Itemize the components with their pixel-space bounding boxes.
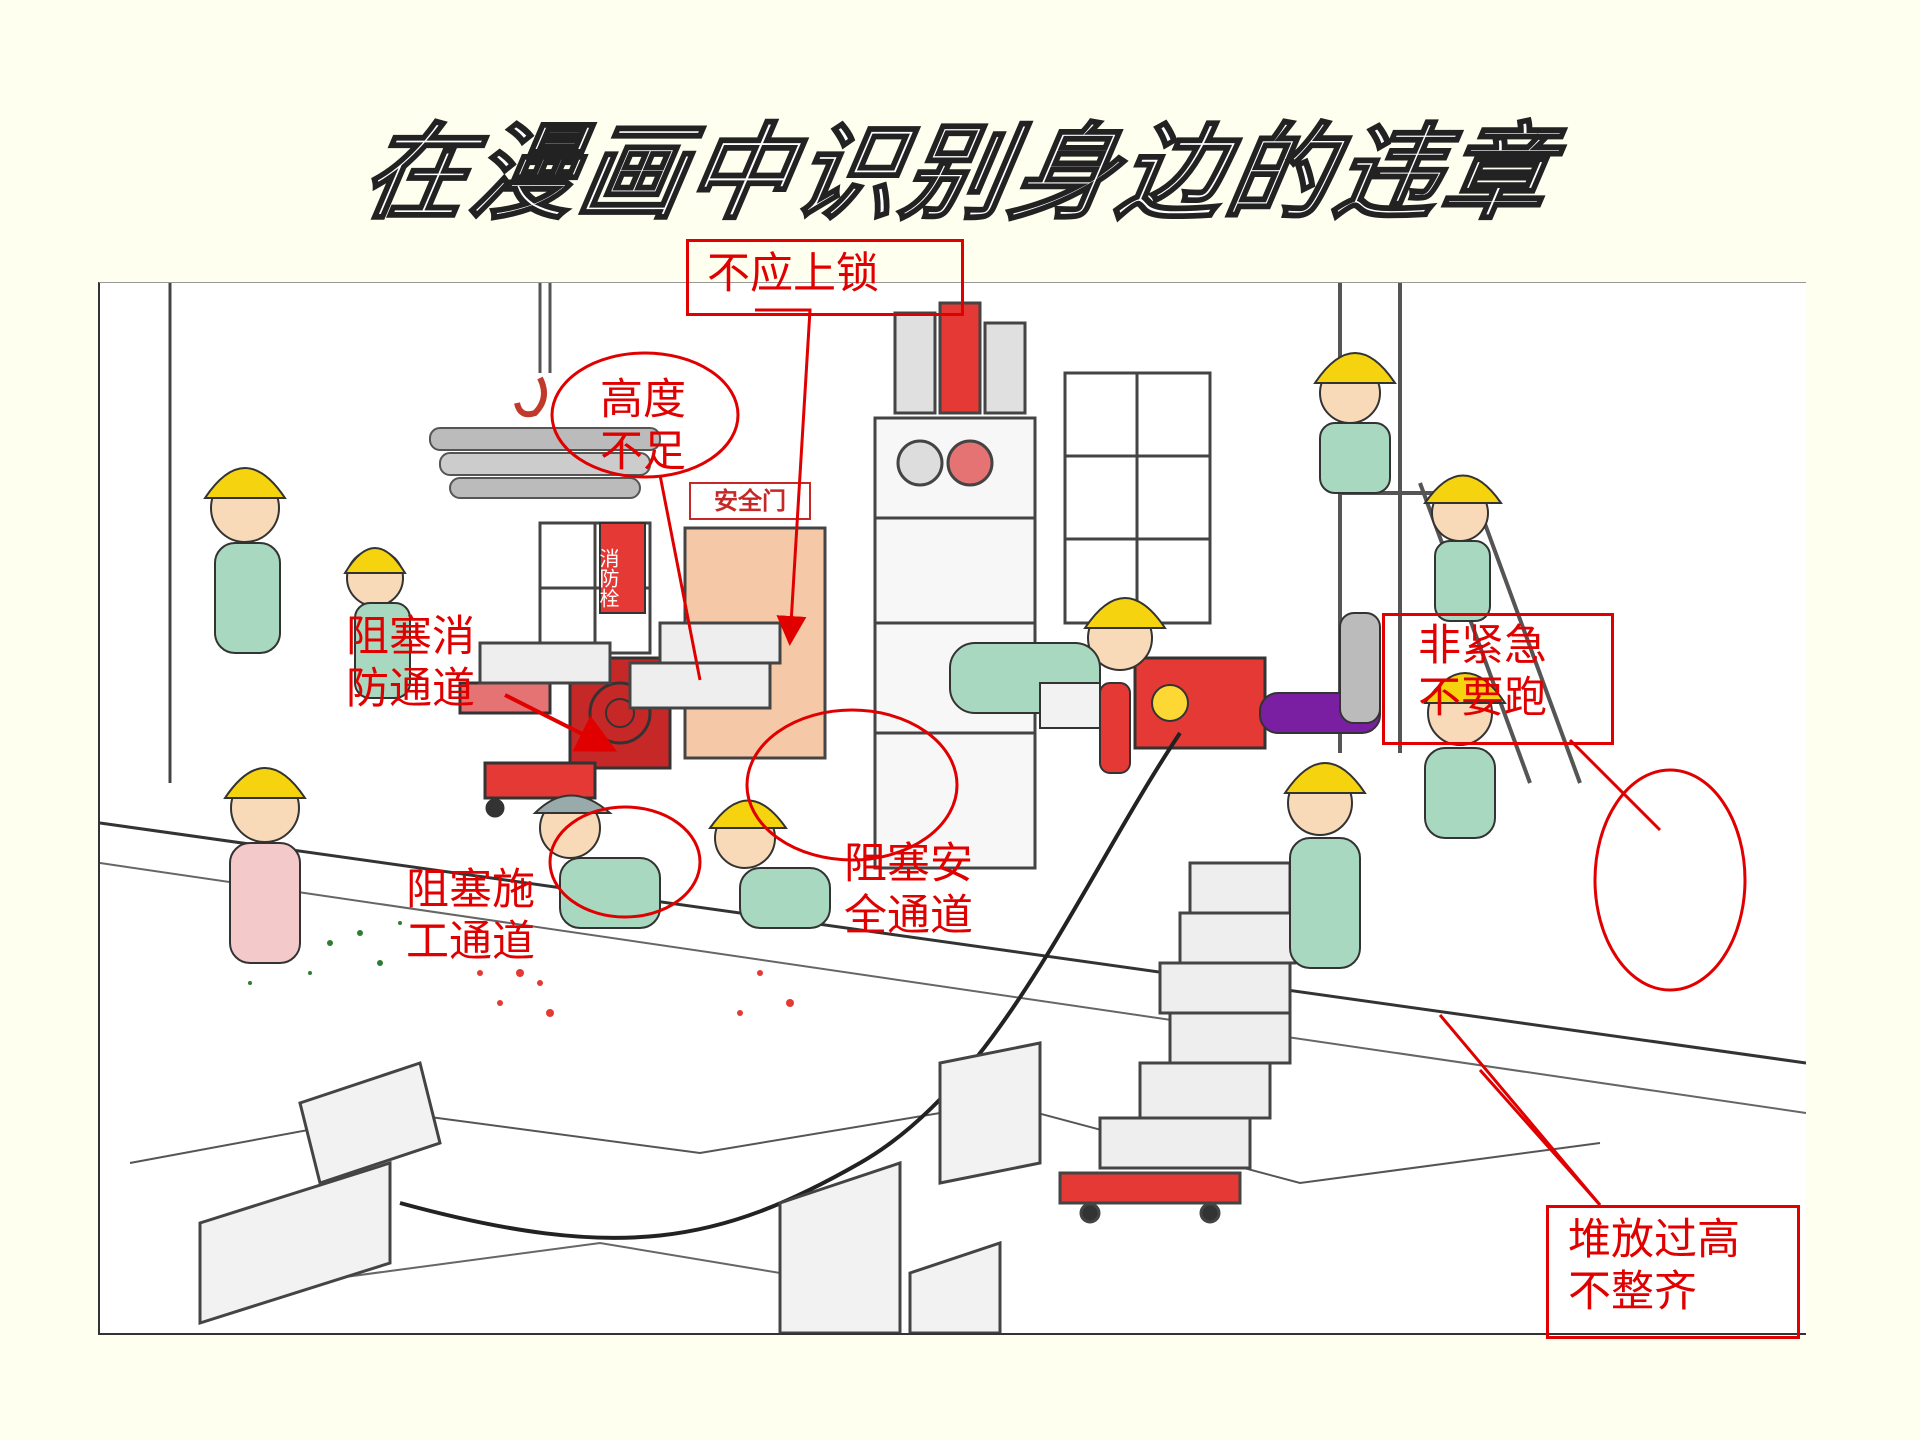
worker-on-ladder	[1423, 474, 1503, 622]
window-right	[1063, 371, 1212, 625]
welding-cable	[399, 731, 1182, 1240]
worker-running	[1423, 672, 1507, 839]
worker-walking	[203, 467, 287, 654]
worker-grinding-woman	[223, 767, 307, 964]
sparks	[477, 969, 794, 1017]
worker-pushing-trolley	[1283, 762, 1367, 969]
no-lock-box	[686, 239, 964, 316]
cartoon-scene: 消防栓 安全门	[98, 282, 1806, 1335]
safety-door-sign: 安全门	[714, 487, 786, 515]
tool-shelf	[873, 301, 1037, 870]
worker-on-scaffold	[1313, 352, 1397, 494]
block-construction-passage-label: 阻塞施 工通道	[406, 865, 535, 967]
no-running-box	[1382, 613, 1614, 745]
block-fire-passage-label: 阻塞消 防通道	[346, 612, 475, 714]
scene-drawing: 消防栓 安全门	[100, 283, 1806, 1333]
welding-machine	[1099, 656, 1267, 774]
stack-too-high-box	[1546, 1205, 1800, 1339]
no-lock-label: 不应上锁	[707, 249, 879, 299]
worker-pointing	[343, 547, 411, 699]
page-title: 在漫画中识别身边的违章	[352, 111, 1564, 236]
block-safety-passage-label: 阻塞安 全通道	[844, 839, 973, 941]
height-insufficient-label: 高度 不足	[600, 375, 686, 477]
green-sparks	[248, 921, 402, 985]
stacked-boxes	[1058, 861, 1297, 1224]
no-running-label: 非紧急 不要跑	[1418, 621, 1547, 723]
stack-too-high-label: 堆放过高 不整齐	[1568, 1215, 1740, 1317]
worker-lifting-box	[949, 597, 1167, 729]
hydrant-sign: 消防栓	[596, 548, 620, 608]
floor-panels	[198, 1041, 1042, 1333]
